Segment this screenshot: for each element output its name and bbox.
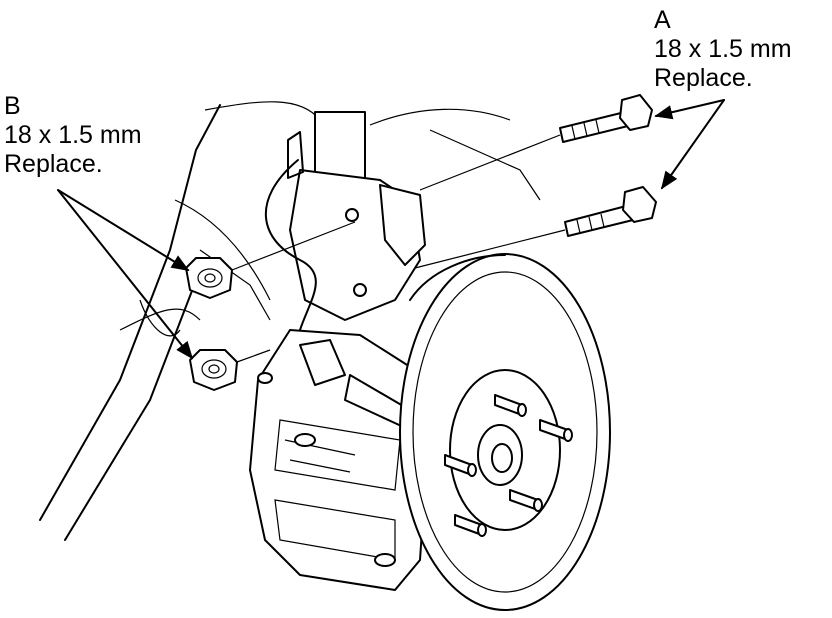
callout-b: B 18 x 1.5 mm Replace. xyxy=(4,92,142,179)
callout-b-size: 18 x 1.5 mm xyxy=(4,121,142,149)
brake-disc-rotor xyxy=(399,253,611,611)
bolt-a-lower xyxy=(564,186,657,237)
nut-b-upper xyxy=(185,257,233,299)
callout-b-letter: B xyxy=(4,92,21,120)
callout-arrows xyxy=(57,99,725,360)
brake-hose xyxy=(264,159,317,371)
bolt-a-upper xyxy=(559,94,653,143)
callout-a-size: 18 x 1.5 mm xyxy=(654,35,792,63)
callout-a-letter: A xyxy=(654,6,671,34)
callout-a: A 18 x 1.5 mm Replace. xyxy=(654,6,792,93)
brake-caliper xyxy=(249,329,431,591)
callout-b-note: Replace. xyxy=(4,150,103,178)
wheel-stud xyxy=(509,489,543,512)
wheel-stud xyxy=(539,419,573,442)
wheel-stud xyxy=(454,514,487,537)
wheel-stud xyxy=(444,454,477,477)
nut-b-lower xyxy=(189,349,238,391)
wheel-stud xyxy=(494,394,527,417)
strut-assembly xyxy=(287,111,426,321)
alignment-lines xyxy=(231,134,566,363)
callout-a-note: Replace. xyxy=(654,64,753,92)
vehicle-body-outline xyxy=(39,101,541,541)
